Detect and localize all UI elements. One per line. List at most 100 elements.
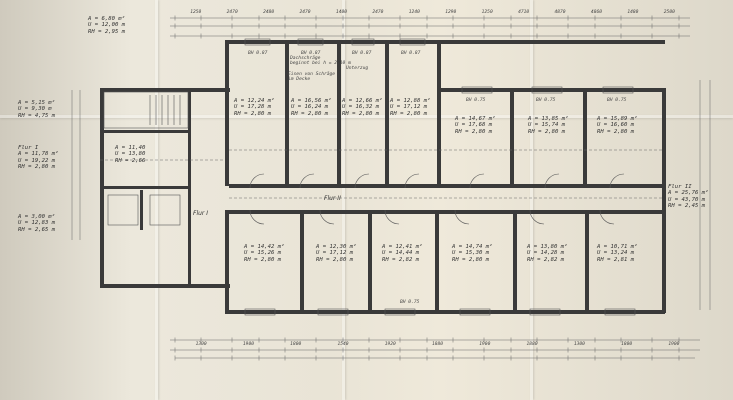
dimension-value: 1540 xyxy=(337,342,349,347)
area-text: A = 12,66 m² xyxy=(342,98,383,104)
room-label: Flur II A = 25,76 m² U = 43,70 m RH = 2,… xyxy=(668,184,708,210)
room-label: A = 16,56 m² U = 16,24 m RH = 2,80 m xyxy=(291,98,331,117)
height-text: RH = 2,65 m xyxy=(18,226,56,233)
height-text: RH = 2,80 m xyxy=(234,110,272,117)
perimeter-text: U = 16,32 m xyxy=(342,104,380,111)
dimension-value: 1480 xyxy=(627,10,639,15)
perimeter-text: U = 16,24 m xyxy=(291,104,329,111)
room-label: Flur I A = 11,78 m² U = 19,22 m RH = 2,8… xyxy=(18,145,58,171)
paper-fold-line xyxy=(0,115,733,118)
perimeter-text: U = 14,28 m xyxy=(527,250,565,257)
area-text: A = 12,41 m² xyxy=(382,244,423,250)
perimeter-text: U = 17,68 m xyxy=(455,122,493,129)
window-tag: BH 0.87 xyxy=(248,51,268,56)
area-text: A = 5,15 m² xyxy=(18,100,56,106)
room-label: A = 10,71 m² U = 13,24 m RH = 2,81 m xyxy=(597,244,637,263)
area-text: A = 12,24 m² xyxy=(234,98,275,104)
perimeter-text: U = 14,44 m xyxy=(382,250,420,257)
paper-fold-line xyxy=(342,0,345,400)
dimension-value: 1880 xyxy=(526,342,538,347)
dimension-value: 2470 xyxy=(226,10,238,15)
perimeter-text: U = 15,74 m xyxy=(528,122,566,129)
height-text: RH = 2,80 m xyxy=(342,110,380,117)
area-text: A = 12,30 m² xyxy=(316,244,357,250)
window-tag: BH 0.75 xyxy=(466,98,486,103)
window-tag: BH 0.75 xyxy=(400,300,420,305)
dimension-value: 1300 xyxy=(573,342,585,347)
perimeter-text: U = 12,00 m xyxy=(88,22,126,29)
area-text: A = 15,89 m² xyxy=(597,116,638,122)
perimeter-text: U = 16,60 m xyxy=(597,122,635,129)
room-label: A = 15,89 m² U = 16,60 m RH = 2,80 m xyxy=(597,116,637,135)
dimension-value: 1250 xyxy=(190,10,202,15)
area-text: A = 6,80 m² xyxy=(88,16,126,22)
room-label: A = 12,24 m² U = 17,28 m RH = 2,80 m xyxy=(234,98,274,117)
room-label: A = 12,30 m² U = 17,12 m RH = 2,80 m xyxy=(316,244,356,263)
room-label: A = 11,40 U = 13,80 RH = 2,66 xyxy=(115,145,145,164)
height-text: RH = 2,81 m xyxy=(597,256,635,263)
dimension-value: 4860 xyxy=(590,10,602,15)
area-text: A = 11,40 xyxy=(115,145,146,151)
height-text: RH = 2,95 m xyxy=(88,28,126,35)
dimension-value: 1900 xyxy=(479,342,491,347)
flur-text: Flur II xyxy=(668,184,692,190)
area-text: A = 13,80 m² xyxy=(527,244,568,250)
room-label: A = 5,15 m² U = 9,30 m RH = 4,75 m xyxy=(18,100,55,119)
note-text: Eisen von Schräge im Decke xyxy=(288,72,336,83)
height-text: RH = 2,80 m xyxy=(455,128,493,135)
perimeter-text: U = 17,12 m xyxy=(316,250,354,257)
area-text: A = 12,88 m² xyxy=(390,98,431,104)
room-label: A = 3,00 m² U = 12,83 m RH = 2,65 m xyxy=(18,214,55,233)
area-text: A = 14,74 m² xyxy=(452,244,493,250)
perimeter-text: U = 13,24 m xyxy=(597,250,635,257)
height-text: RH = 2,80 m xyxy=(244,256,282,263)
area-text: A = 11,78 m² xyxy=(18,151,59,158)
height-text: RH = 4,75 m xyxy=(18,112,56,119)
window-tag: BH 0.75 xyxy=(536,98,556,103)
room-label: A = 13,85 m² U = 15,74 m RH = 2,80 m xyxy=(528,116,568,135)
perimeter-text: U = 43,70 m xyxy=(668,196,706,203)
room-label: A = 12,41 m² U = 14,44 m RH = 2,82 m xyxy=(382,244,422,263)
note-text: Dachschräge beginnt bei h = 2,10 m xyxy=(290,56,351,67)
dimension-value: 2480 xyxy=(263,10,275,15)
dimension-value: 1920 xyxy=(384,342,396,347)
height-text: RH = 2,45 m xyxy=(668,203,706,210)
perimeter-text: U = 15,26 m xyxy=(244,250,282,257)
area-text: A = 14,42 m² xyxy=(244,244,285,250)
dimension-value: 1800 xyxy=(621,342,633,347)
room-label: A = 6,80 m² U = 12,00 m RH = 2,95 m xyxy=(88,16,125,35)
room-label: A = 13,80 m² U = 14,28 m RH = 2,82 m xyxy=(527,244,567,263)
dimension-value: 1250 xyxy=(481,10,493,15)
dimension-value: 1900 xyxy=(242,342,254,347)
height-text: RH = 2,82 m xyxy=(382,256,420,263)
dimension-value: 1800 xyxy=(290,342,302,347)
area-text: A = 10,71 m² xyxy=(597,244,638,250)
room-label: A = 12,88 m² U = 17,12 m RH = 2,80 m xyxy=(390,98,430,117)
area-text: A = 13,85 m² xyxy=(528,116,569,122)
height-text: RH = 2,80 m xyxy=(18,164,56,171)
dimension-value: 1880 xyxy=(432,342,444,347)
corridor-label: Flur I xyxy=(193,210,209,217)
dimension-value: 4870 xyxy=(554,10,566,15)
area-text: A = 25,76 m² xyxy=(668,190,709,197)
dimension-value: 1290 xyxy=(445,10,457,15)
perimeter-text: U = 15,30 m xyxy=(452,250,490,257)
window-tag: BH 0.75 xyxy=(607,98,627,103)
perimeter-text: U = 13,80 xyxy=(115,151,146,158)
perimeter-text: U = 17,28 m xyxy=(234,104,272,111)
room-label: A = 14,74 m² U = 15,30 m RH = 2,80 m xyxy=(452,244,492,263)
dimension-value: 1400 xyxy=(335,10,347,15)
flur-text: Flur I xyxy=(18,145,39,151)
dimension-value: 1240 xyxy=(408,10,420,15)
window-tag: BH 0.87 xyxy=(401,51,421,56)
dimension-value: 1300 xyxy=(195,342,207,347)
paper-fold-line xyxy=(155,0,158,400)
dimension-value: 4710 xyxy=(518,10,530,15)
area-text: A = 3,00 m² xyxy=(18,214,56,220)
room-label: A = 12,66 m² U = 16,32 m RH = 2,80 m xyxy=(342,98,382,117)
height-text: RH = 2,80 m xyxy=(528,128,566,135)
dimension-value: 2500 xyxy=(663,10,675,15)
height-text: RH = 2,66 xyxy=(115,157,146,164)
